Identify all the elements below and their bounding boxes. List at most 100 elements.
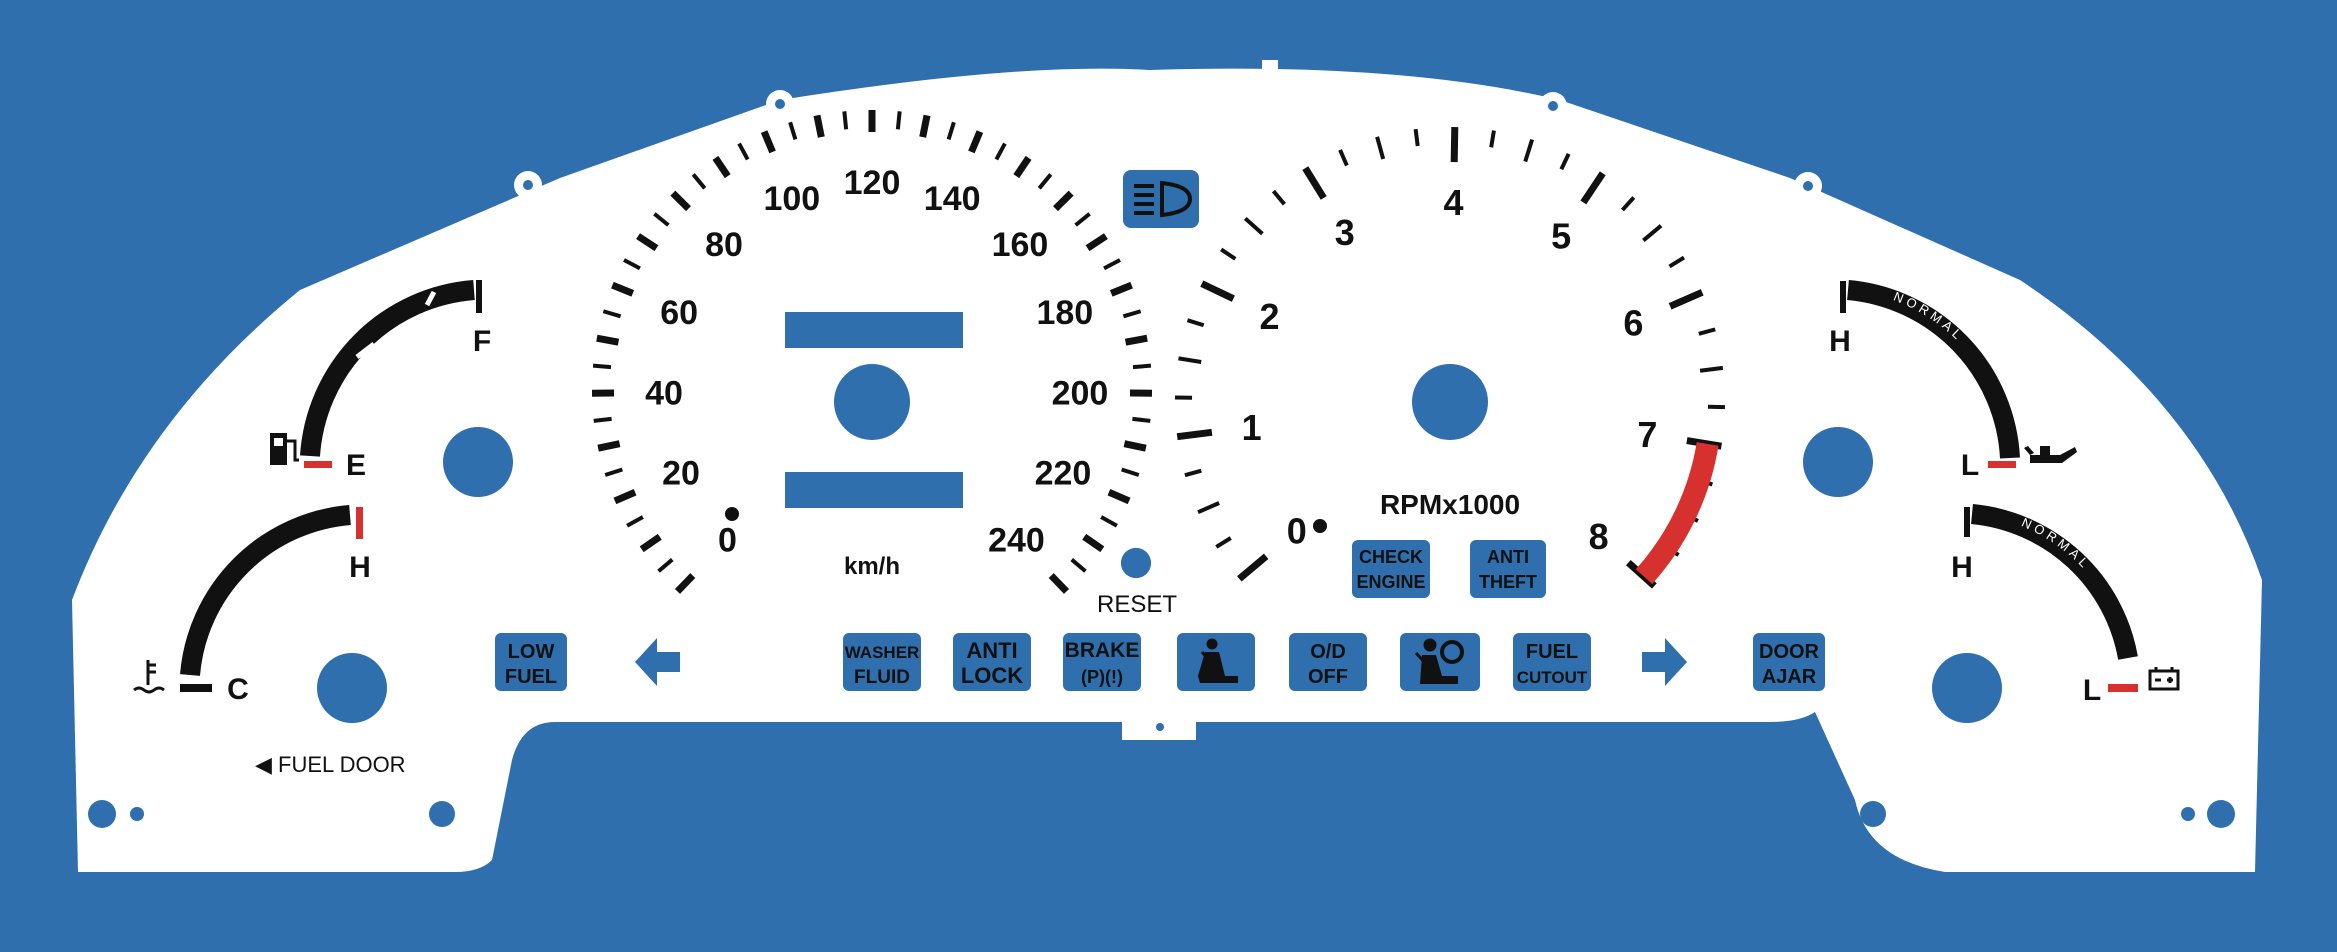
speedometer-label: 40 (645, 374, 683, 412)
rpm-unit: RPMx1000 (1380, 489, 1520, 520)
speedometer-label: 20 (662, 454, 700, 492)
tachometer-tick (1302, 166, 1327, 200)
svg-text:(P)(!): (P)(!) (1081, 667, 1123, 687)
speedometer-tick (1048, 573, 1070, 594)
mounting-holes (88, 99, 2235, 828)
tachometer-tick (1186, 318, 1205, 328)
left-turn-arrow-icon (635, 638, 680, 686)
fuel-gauge: F E ◀ FUEL DOOR (255, 280, 491, 777)
reset-button[interactable] (1121, 548, 1151, 578)
speedometer-tick (788, 121, 798, 141)
speedometer-tick (1123, 440, 1147, 452)
tachometer-label: 2 (1259, 296, 1279, 337)
tachometer-tick (1197, 501, 1220, 515)
speedometer-tick (639, 533, 662, 553)
speedometer-tick (946, 121, 956, 141)
tachometer-tick (1215, 536, 1232, 549)
speedometer-tick (1121, 467, 1140, 477)
tachometer-tick (1668, 255, 1686, 269)
tachometer-tick (1668, 289, 1704, 310)
tachometer-label: 5 (1551, 216, 1571, 257)
svg-text:O/D: O/D (1310, 641, 1346, 663)
coolant-temp-icon (133, 660, 165, 694)
airbag-icon (1414, 638, 1464, 685)
speedometer-tick (1074, 212, 1091, 227)
svg-text:LOW: LOW (508, 641, 555, 663)
fuel-cutout-indicator: FUEL CUTOUT (1513, 633, 1591, 691)
tachometer-tick (1413, 128, 1420, 147)
tripmeter-window (785, 472, 963, 508)
speedometer-tick (1085, 233, 1108, 252)
oil-low-label: L (1961, 449, 1979, 482)
indicator-row: LOW FUEL WASHER FLUID ANTI LOCK BRAKE (P… (495, 633, 1825, 691)
speedometer-ticks (591, 110, 1153, 594)
speedometer-label: 120 (844, 164, 901, 202)
airbag-indicator (1400, 633, 1480, 691)
oil-can-icon (2024, 446, 2077, 463)
speedometer-tick (1082, 533, 1105, 553)
volt-high-label: H (1951, 551, 1973, 584)
speedometer-tick (1132, 363, 1152, 370)
speedometer-label: 60 (660, 294, 698, 332)
headlight-icon (1134, 180, 1193, 218)
speedometer-label: 160 (992, 226, 1049, 264)
low-fuel-indicator: LOW FUEL (495, 633, 567, 691)
svg-text:ANTI: ANTI (1487, 547, 1529, 567)
speedometer-tick (674, 573, 696, 594)
fuel-empty-label: E (346, 449, 366, 482)
brake-indicator: BRAKE (P)(!) (1063, 633, 1141, 691)
door-ajar-indicator: DOOR AJAR (1753, 633, 1825, 691)
svg-text:FUEL: FUEL (505, 666, 557, 688)
svg-text:DOOR: DOOR (1759, 641, 1820, 663)
tachometer-tick (1450, 126, 1459, 163)
svg-text:AJAR: AJAR (1762, 666, 1817, 688)
tachometer-label: 8 (1589, 516, 1609, 557)
speedometer-tick (712, 155, 731, 179)
tachometer-redline (1635, 442, 1719, 585)
speedometer-tick (623, 258, 641, 271)
tachometer-tick (1237, 553, 1269, 582)
cluster-face (72, 68, 2262, 872)
speedometer-tick (1122, 309, 1142, 319)
speedometer-tick (1124, 334, 1148, 346)
speedometer-tick (813, 114, 825, 138)
speedometer-label: 220 (1035, 454, 1092, 492)
speedometer-pin (725, 507, 739, 521)
tachometer-tick (1489, 130, 1496, 148)
tachometer-tick (1580, 171, 1606, 205)
tachometer-tick (1698, 327, 1716, 336)
speedometer-tick (1100, 515, 1118, 528)
speedometer-label: 0 (718, 522, 737, 560)
oil-high-label: H (1829, 325, 1851, 358)
tachometer-tick (1523, 138, 1535, 163)
tachometer-ticks (1175, 126, 1725, 589)
speedometer-tick (613, 488, 637, 505)
tachometer-tick (1271, 189, 1286, 206)
speedometer-tick (1103, 258, 1121, 271)
speedometer-tick (994, 142, 1007, 161)
speedometer-label: 240 (988, 522, 1045, 560)
seatbelt-indicator (1177, 633, 1255, 691)
speedometer-tick (842, 111, 849, 130)
svg-text:CUTOUT: CUTOUT (1517, 668, 1588, 687)
temp-gauge: H C (133, 505, 371, 706)
svg-text:ENGINE: ENGINE (1356, 572, 1425, 592)
speedometer-tick (597, 440, 621, 452)
tachometer-tick (1338, 149, 1349, 167)
fuel-pump-icon (270, 433, 299, 465)
svg-text:WASHER: WASHER (845, 643, 920, 662)
svg-text:BRAKE: BRAKE (1065, 639, 1140, 662)
speedometer-tick (1053, 190, 1074, 212)
tachometer-label: 7 (1637, 414, 1657, 455)
speedometer-tick (1109, 281, 1133, 297)
speedometer-tick (760, 130, 776, 154)
speedometer-tick (592, 363, 612, 370)
speedometer-tick (691, 173, 707, 190)
speedometer-tick (593, 416, 612, 423)
speedometer-label: 140 (924, 180, 981, 218)
anti-theft-indicator: ANTI THEFT (1470, 540, 1546, 598)
